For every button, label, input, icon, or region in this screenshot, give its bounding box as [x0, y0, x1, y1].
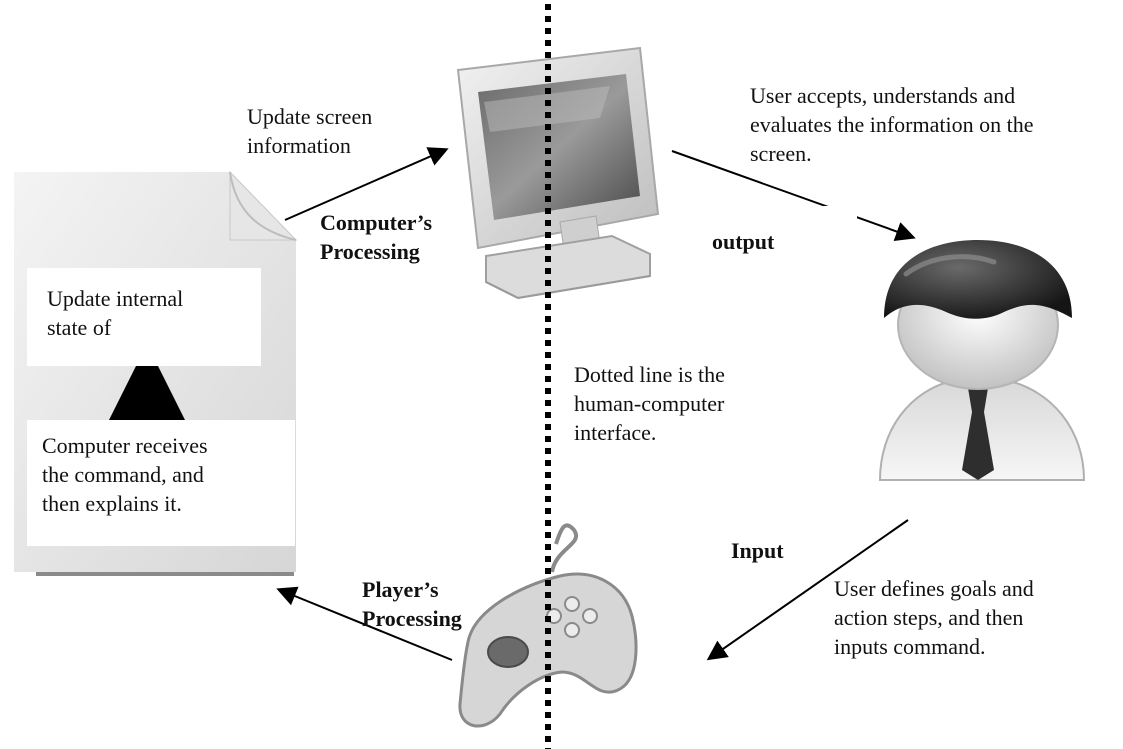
user-defines-label: User defines goals and action steps, and…: [834, 576, 1034, 659]
players-processing-label: Player’s Processing: [362, 577, 462, 631]
update-internal-label: Update internal state of: [47, 286, 184, 340]
user-icon: [878, 240, 1086, 481]
update-internal-box: [27, 268, 261, 366]
gamepad-icon: [458, 523, 638, 728]
dotted-line-note-label: Dotted line is the human-computer interf…: [574, 362, 725, 445]
update-screen-label: Update screen information: [247, 104, 373, 158]
output-label: output: [712, 229, 775, 254]
arrow-to-user: [671, 150, 916, 242]
dotted-line-note-box: [563, 352, 785, 462]
monitor-icon: [456, 46, 660, 300]
input-label: Input: [731, 538, 784, 563]
user-accepts-label: User accepts, understands and evaluates …: [750, 83, 1034, 166]
arrow-to-monitor: [284, 147, 449, 221]
arrow-to-gamepad: [706, 519, 909, 661]
computers-processing-label: Computer’s Processing: [320, 210, 433, 264]
computer-receives-label: Computer receives the command, and then …: [42, 433, 208, 516]
arrow-to-document: [276, 586, 453, 661]
output-box: [687, 206, 857, 288]
computer-receives-box: [27, 420, 295, 546]
